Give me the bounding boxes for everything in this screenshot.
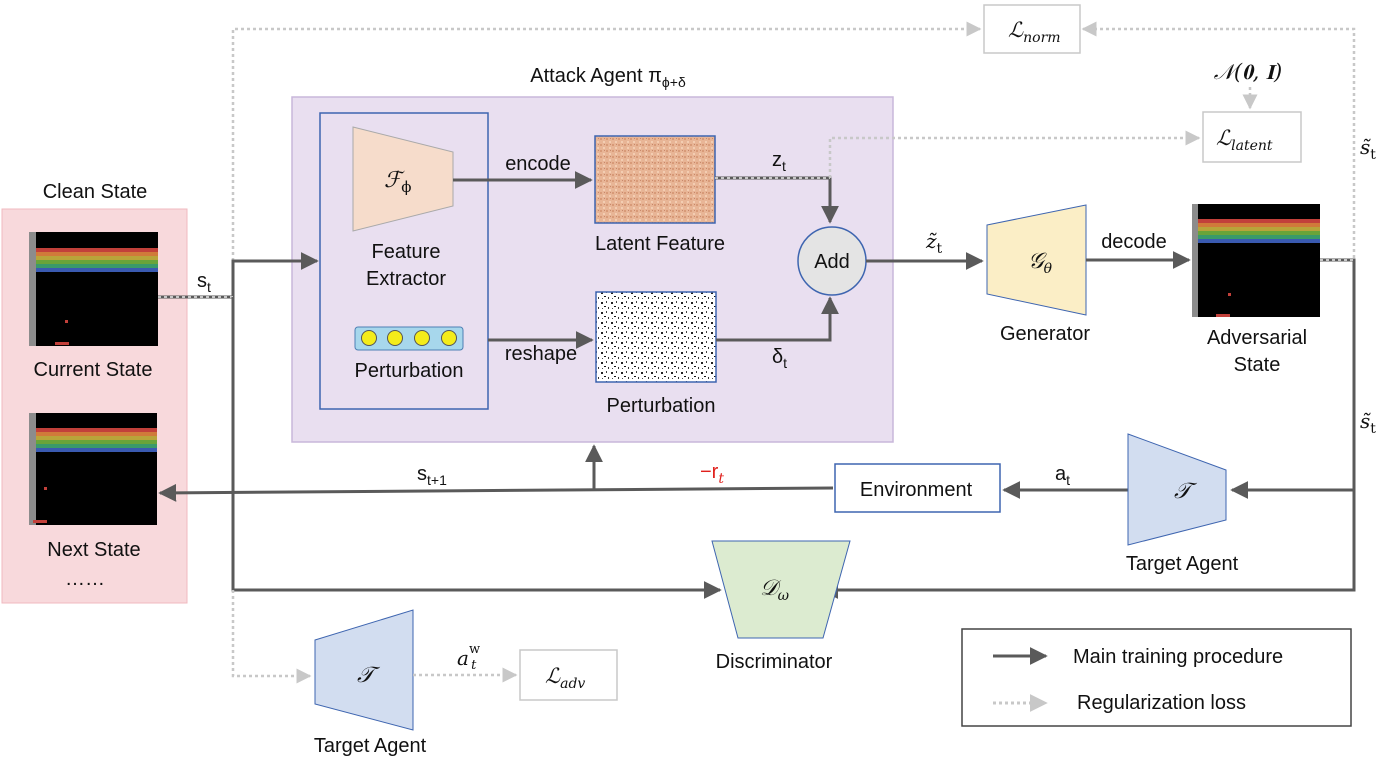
environment-box (834, 463, 1001, 513)
loss-norm-box (983, 4, 1081, 54)
norm-reg-line-right (1081, 21, 1356, 258)
delta-arrow (716, 296, 839, 342)
latent-feature-image (594, 135, 716, 224)
discriminator-symbol: 𝒟ω (760, 576, 790, 604)
current-state-label: Current State (34, 359, 153, 381)
loss-latent-label: ℒlatent (1216, 126, 1273, 154)
perturbation-dot (361, 330, 377, 346)
reshape-label: reshape (505, 343, 577, 365)
delta-label: δt (772, 346, 787, 371)
attack-agent-panel (291, 96, 894, 443)
a-t-label: at (1055, 463, 1070, 488)
reward-label: −rt (700, 461, 724, 487)
adversarial-label-1: Adversarial (1207, 327, 1307, 349)
target-agent-bottom-shape (314, 609, 414, 731)
target-agent-label: Target Agent (1126, 553, 1239, 575)
s-t1-label: st+1 (417, 463, 447, 488)
feature-extractor-box (319, 112, 489, 410)
perturbation-vector (354, 326, 464, 351)
legend-main-label: Main training procedure (1073, 646, 1283, 668)
legend-reg-label: Regularization loss (1077, 692, 1246, 714)
discriminator-shape (711, 540, 851, 639)
encode-label: encode (505, 153, 571, 175)
attack-agent-title: Attack Agent πϕ+δ (530, 65, 686, 90)
s-tilde-label-bottom: s̃t (1360, 409, 1376, 437)
loss-adv-label: ℒadv (545, 664, 585, 692)
discriminator-label: Discriminator (716, 651, 833, 673)
z-label: zt (772, 149, 786, 174)
s-tilde-label-top: s̃t (1360, 135, 1376, 163)
generator-label: Generator (1000, 323, 1090, 345)
normal-dist-label: 𝒩(𝟎, 𝐈) (1214, 60, 1282, 84)
latent-reg-line (828, 130, 1201, 178)
perturbation-dot (441, 330, 457, 346)
feature-extractor-shape (352, 126, 454, 232)
target-agent-shape (1127, 433, 1227, 546)
z-tilde-label: z̃t (925, 229, 943, 257)
generator-shape (986, 204, 1087, 316)
s-t-label: st (197, 270, 211, 295)
decode-label: decode (1101, 231, 1167, 253)
clean-state-title: Clean State (43, 181, 148, 203)
adversarial-label-2: State (1234, 354, 1281, 376)
perturbation-map-image (595, 291, 717, 383)
perturbation-map-label: Perturbation (607, 395, 716, 417)
generator-symbol: 𝒢θ (1028, 249, 1053, 277)
latent-feature-label: Latent Feature (595, 233, 725, 255)
perturbation-dot (414, 330, 430, 346)
perturbation-vector-label: Perturbation (355, 360, 464, 382)
feature-extractor-label-2: Extractor (366, 268, 446, 290)
feature-extractor-label-1: Feature (372, 241, 441, 263)
target-agent-bottom-label: Target Agent (314, 735, 427, 757)
adversarial-state-image (1192, 204, 1320, 317)
feature-extractor-symbol: ℱϕ (384, 168, 412, 196)
loss-latent-box (1202, 111, 1302, 163)
environment-label: Environment (860, 479, 973, 501)
add-label: Add (814, 251, 850, 273)
s-t-to-target-reg (231, 590, 312, 684)
loss-norm-label: ℒnorm (1008, 18, 1061, 46)
s-tilde-main-line (820, 258, 1356, 599)
next-state-image (29, 413, 157, 525)
loss-adv-box (519, 649, 618, 701)
current-state-image (29, 232, 158, 346)
legend-box (961, 628, 1352, 727)
next-state-label: Next State (47, 539, 140, 561)
ellipsis: …… (65, 568, 105, 590)
perturbation-dot (387, 330, 403, 346)
s-t1-arrow (158, 483, 834, 502)
